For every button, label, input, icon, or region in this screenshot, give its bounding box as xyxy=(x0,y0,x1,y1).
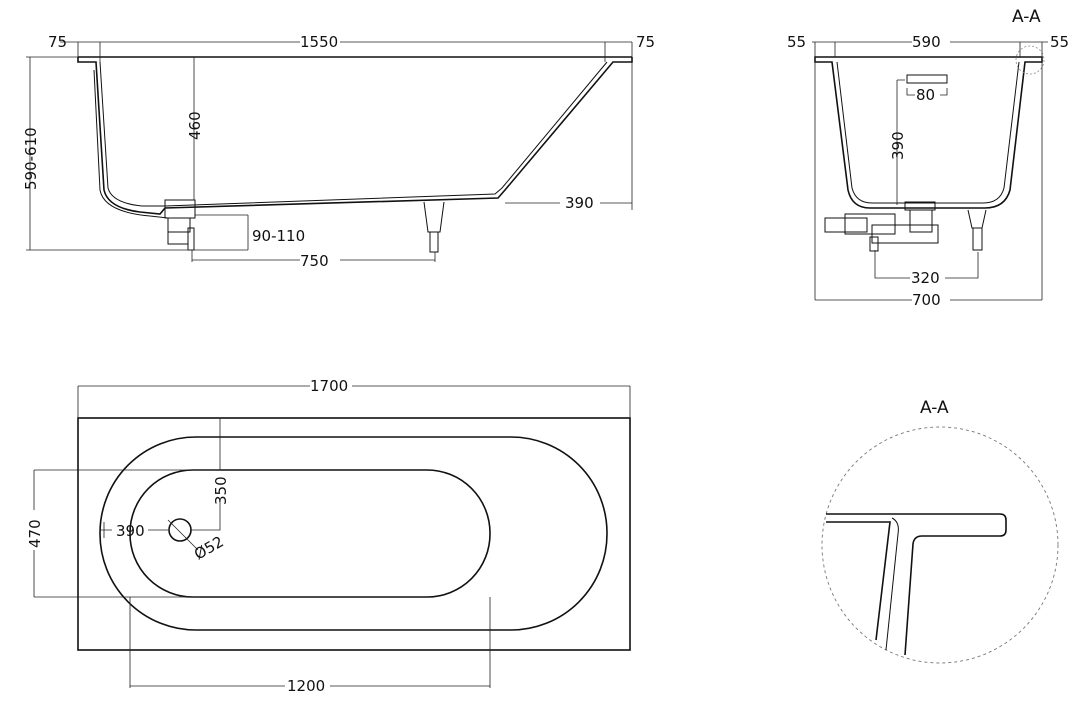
dim-drain-y: 350 xyxy=(212,476,230,505)
dim-end-rim-left: 55 xyxy=(787,33,806,51)
dim-feet-spacing: 750 xyxy=(300,252,329,270)
dim-rim-left: 75 xyxy=(48,33,67,51)
plan-view: 1700 470 350 390 Ø52 1200 xyxy=(26,377,631,695)
dim-overflow-height: 390 xyxy=(889,131,907,160)
dim-height: 590-610 xyxy=(22,127,40,190)
dim-overflow-width: 80 xyxy=(916,86,935,104)
dim-plan-length-inner: 1200 xyxy=(287,677,325,695)
dim-plan-width-inner: 470 xyxy=(26,519,44,548)
dim-rim-right: 75 xyxy=(636,33,655,51)
dim-length-total: 1700 xyxy=(310,377,348,395)
dim-end-rim-right: 55 xyxy=(1050,33,1069,51)
dim-end-width-inner: 590 xyxy=(912,33,941,51)
detail-view-title: A-A xyxy=(920,398,949,418)
dim-drain-x: 390 xyxy=(116,522,145,540)
dim-end-feet-spacing: 320 xyxy=(911,269,940,287)
side-view: 75 1550 75 590-610 460 90-110 750 390 xyxy=(22,33,655,270)
dim-slope-offset: 390 xyxy=(565,194,594,212)
end-view-title: A-A xyxy=(1012,7,1041,27)
dim-drain-diameter: Ø52 xyxy=(191,532,227,563)
dim-end-width-total: 700 xyxy=(912,291,941,309)
dim-length-inner: 1550 xyxy=(300,33,338,51)
end-view: A-A 55 590 55 80 390 320 700 xyxy=(787,7,1069,309)
dim-drain-height: 90-110 xyxy=(252,227,305,245)
drain-hole xyxy=(168,518,192,542)
dim-depth: 460 xyxy=(186,111,204,140)
detail-view: A-A xyxy=(821,398,1059,664)
